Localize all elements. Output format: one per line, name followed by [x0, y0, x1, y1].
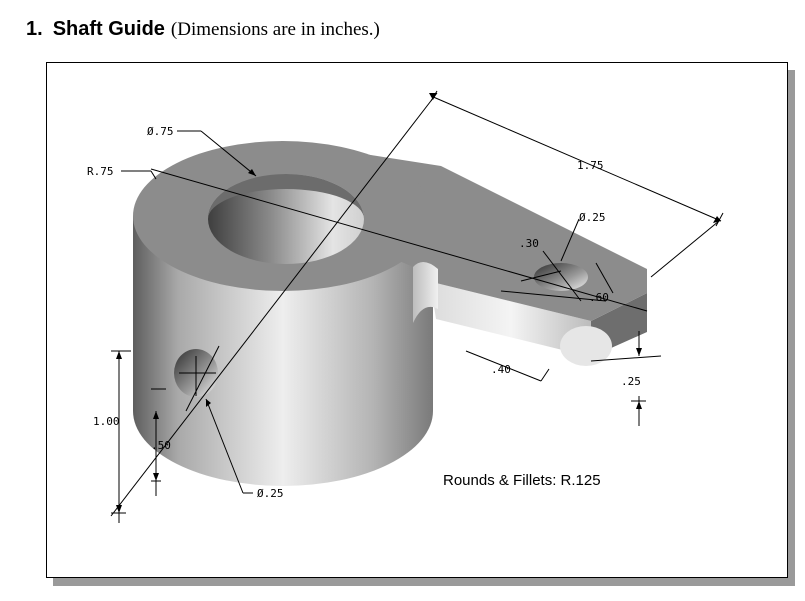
page-heading: 1. Shaft Guide(Dimensions are in inches.)	[26, 18, 380, 41]
dim-arm-hole-diameter: Ø.25	[579, 211, 606, 224]
cylinder-body	[133, 216, 433, 486]
shaft-guide-drawing: Ø.75 R.75 1.75 Ø.25 .30 .60 .40 .25 1.00…	[87, 90, 724, 523]
dim-overall-length: 1.75	[577, 159, 604, 172]
dim-side-hole-height: .50	[151, 439, 171, 452]
dim-side-hole-diameter: Ø.25	[257, 487, 284, 500]
dim-arm-thickness: .25	[621, 375, 641, 388]
notch-fillet	[413, 261, 438, 323]
dim-outer-radius: R.75	[87, 165, 114, 178]
arm-side-face	[431, 283, 612, 366]
dim-cylinder-height: 1.00	[93, 415, 120, 428]
dim-arm-end-offset: .40	[491, 363, 511, 376]
dimension-arrowheads	[116, 93, 721, 513]
heading-number: 1.	[26, 18, 43, 40]
drawing-frame: Ø.75 R.75 1.75 Ø.25 .30 .60 .40 .25 1.00…	[46, 62, 788, 578]
dim-bore-diameter: Ø.75	[147, 125, 174, 138]
heading-subtitle: (Dimensions are in inches.)	[170, 19, 380, 40]
rounds-fillets-note: Rounds & Fillets: R.125	[443, 472, 601, 489]
arm-hole	[534, 263, 588, 291]
heading-title: Shaft Guide	[52, 18, 165, 40]
bore-hole	[208, 174, 364, 264]
dim-arm-width: .60	[589, 291, 609, 304]
dim-hole-offset: .30	[519, 237, 539, 250]
